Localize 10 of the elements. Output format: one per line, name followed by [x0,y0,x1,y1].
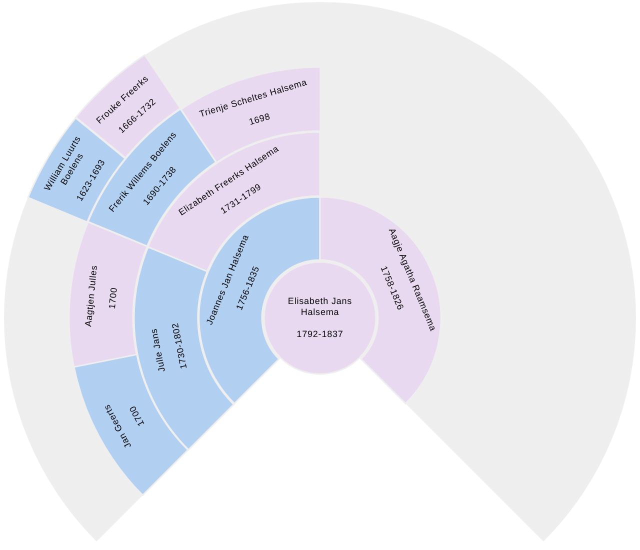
person-name: Julle Jans [148,327,168,373]
person-sector [69,222,148,367]
person-name: Aagtjen Julles [83,264,100,327]
life-dates: 1730-1802 [170,322,190,370]
person-name: Elisabeth Jans Halsema [286,296,354,318]
life-dates: 1698 [248,111,272,128]
life-dates: 1700 [106,286,120,309]
person-circle [263,261,377,375]
life-dates: 1700 [127,404,147,428]
life-dates: 1792-1837 [296,329,344,340]
